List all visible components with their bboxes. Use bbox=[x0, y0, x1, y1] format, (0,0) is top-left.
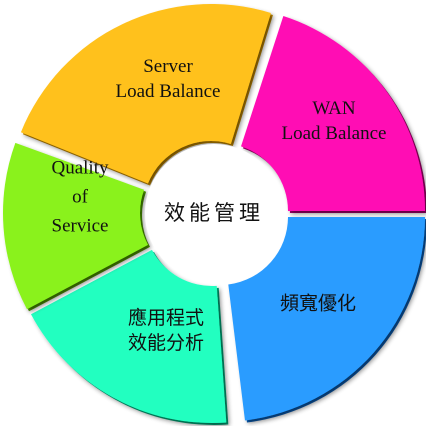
segment-label-application-analysis-1: 效能分析 bbox=[128, 332, 204, 354]
segment-face-server-load-balance bbox=[20, 4, 271, 184]
segment-face-bandwidth-optimization bbox=[228, 217, 425, 421]
segment-label-bandwidth-optimization-0: 頻寬優化 bbox=[280, 292, 356, 314]
segment-label-wan-load-balance-1: Load Balance bbox=[282, 123, 387, 144]
segment-label-quality-of-service-2: Service bbox=[52, 215, 109, 236]
segment-wan-load-balance: WAN Load Balance bbox=[241, 16, 426, 213]
segment-label-server-load-balance-1: Load Balance bbox=[116, 81, 221, 102]
segment-label-application-analysis-0: 應用程式 bbox=[128, 306, 204, 329]
center-label: 效能管理 bbox=[164, 201, 264, 225]
segment-label-quality-of-service-1: of bbox=[72, 186, 89, 207]
center-hub bbox=[145, 144, 283, 282]
segment-face-application-analysis bbox=[30, 249, 227, 424]
segment-face-quality-of-service bbox=[2, 142, 148, 310]
segment-label-quality-of-service-0: Quality bbox=[52, 157, 109, 178]
segment-label-server-load-balance-0: Server bbox=[143, 56, 193, 77]
segment-bandwidth-optimization: 頻寬優化 bbox=[228, 217, 426, 423]
segment-label-wan-load-balance-0: WAN bbox=[312, 98, 356, 119]
segment-face-wan-load-balance bbox=[241, 16, 425, 211]
